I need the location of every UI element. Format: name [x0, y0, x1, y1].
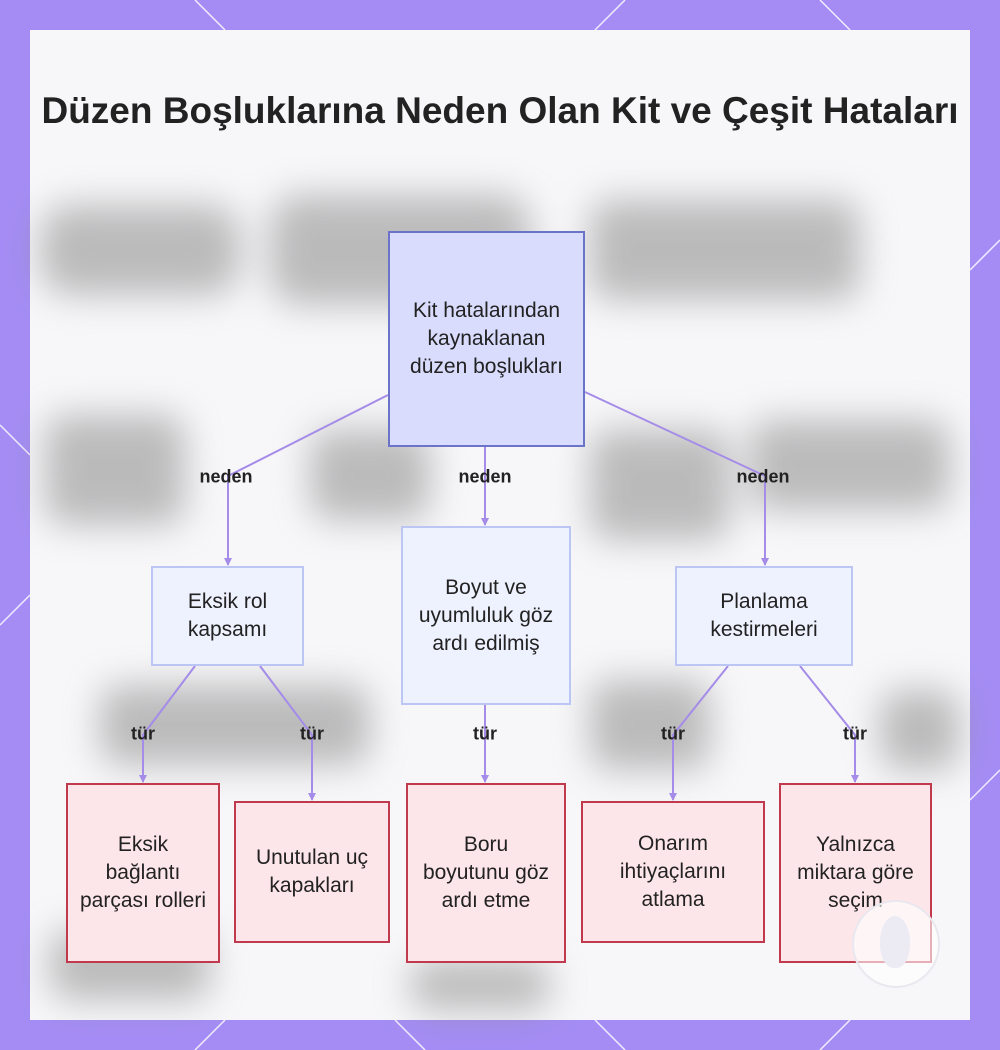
- edge-label-root-to-plan: neden: [736, 466, 790, 487]
- edge-role-to-fittings: [139, 665, 196, 783]
- edge-root-to-role: [224, 394, 389, 566]
- edge-plan-to-quantity: [799, 665, 859, 783]
- cause-node-plan-label: Planlama kestirmeleri: [710, 590, 818, 641]
- edge-label-size-to-pipesize: tür: [473, 723, 497, 744]
- edge-label-plan-to-repair: tür: [661, 723, 685, 744]
- edge-plan-to-repair: [669, 665, 729, 801]
- edge-label-role-to-fittings: tür: [131, 723, 155, 744]
- edge-root-to-plan: [584, 391, 769, 566]
- leaf-node-fittings: Eksik bağlantı parçası rolleri: [66, 783, 220, 963]
- edge-label-root-to-role: neden: [199, 466, 253, 487]
- edge-label-plan-to-quantity: tür: [843, 723, 867, 744]
- edge-label-role-to-endcaps: tür: [300, 723, 324, 744]
- root-node-label: Kit hatalarından kaynaklanan düzen boşlu…: [410, 299, 563, 378]
- cause-node-size-label: Boyut ve uyumluluk göz ardı edilmiş: [418, 575, 554, 655]
- diagram-title: Düzen Boşluklarına Neden Olan Kit ve Çeş…: [41, 90, 959, 131]
- flowchart: Kit hatalarından kaynaklanan düzen boşlu…: [30, 30, 970, 1020]
- leaf-node-endcaps-label: Unutulan uç kapakları: [255, 846, 369, 897]
- cause-node-plan: Planlama kestirmeleri: [675, 566, 853, 666]
- watermark-badge-icon: [852, 900, 940, 988]
- cause-node-role-label: Eksik rol kapsamı: [187, 590, 268, 641]
- root-node: Kit hatalarından kaynaklanan düzen boşlu…: [388, 231, 585, 447]
- leaf-node-repair: Onarım ihtiyaçlarını atlama: [581, 801, 765, 943]
- diagram-card: Düzen Boşluklarına Neden Olan Kit ve Çeş…: [30, 30, 970, 1020]
- leaf-node-quantity-label: Yalnızca miktara göre seçim: [797, 833, 914, 912]
- leaf-node-fittings-label: Eksik bağlantı parçası rolleri: [79, 833, 207, 912]
- badge-drop-shape: [880, 916, 910, 968]
- leaf-node-pipesize: Boru boyutunu göz ardı etme: [406, 783, 566, 963]
- cause-node-role: Eksik rol kapsamı: [151, 566, 304, 666]
- leaf-node-repair-label: Onarım ihtiyaçlarını atlama: [619, 832, 727, 911]
- edge-role-to-endcaps: [259, 665, 316, 801]
- leaf-node-pipesize-label: Boru boyutunu göz ardı etme: [422, 833, 550, 912]
- connector-layer: [139, 391, 859, 801]
- edge-label-root-to-size: neden: [458, 466, 512, 487]
- leaf-node-endcaps: Unutulan uç kapakları: [234, 801, 390, 943]
- cause-node-size: Boyut ve uyumluluk göz ardı edilmiş: [401, 526, 571, 705]
